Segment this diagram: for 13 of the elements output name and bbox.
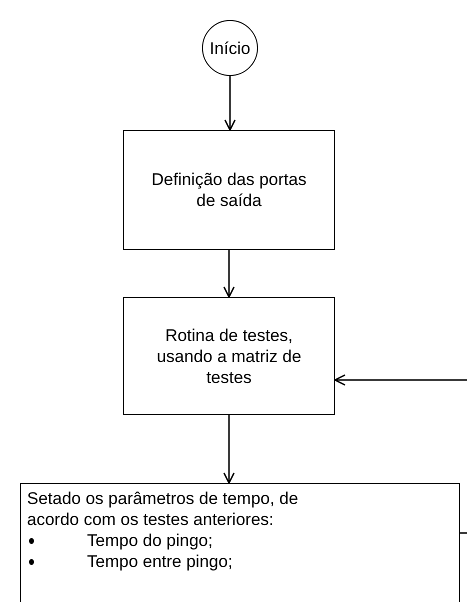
arrow (224, 76, 236, 131)
box-text: Setado os parâmetros de tempo, de acordo com os testes anteriores: (27, 488, 300, 530)
list-item: Tempo entre pingo; (27, 551, 453, 572)
process-box (20, 483, 460, 602)
list-item: Tempo do pingo; (27, 530, 453, 551)
process-box (123, 130, 335, 250)
arrow (334, 374, 467, 534)
arrow (223, 250, 235, 298)
arrow (223, 415, 235, 484)
box-text: Início (208, 38, 252, 58)
box-text: Rotina de testes, usando a matriz de testes (156, 324, 302, 388)
box-text: Definição das portas de saída (150, 169, 308, 211)
process-box (123, 297, 335, 415)
